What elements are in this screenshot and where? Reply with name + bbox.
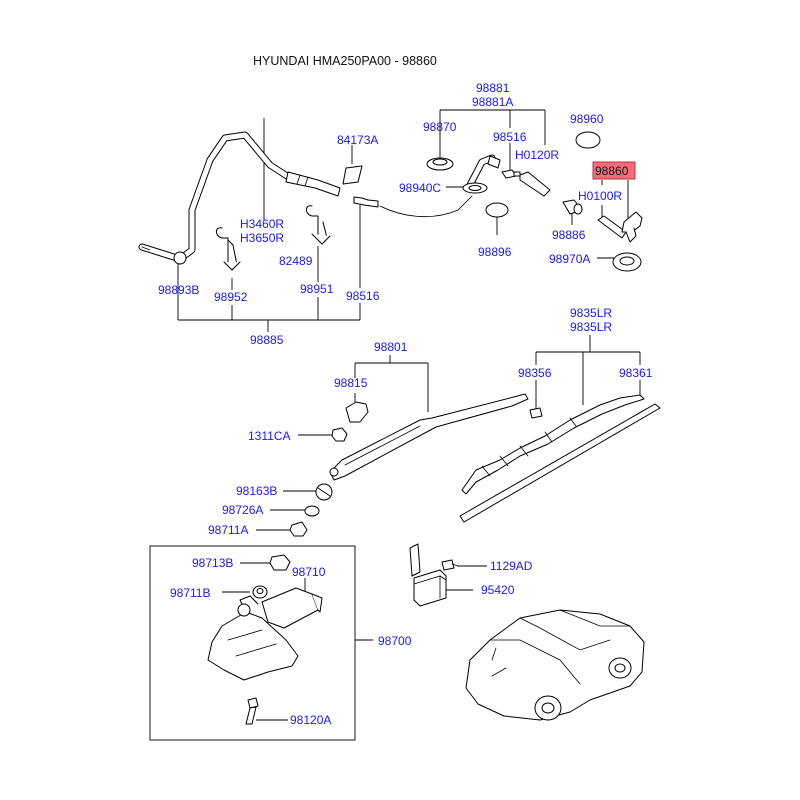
selected-part-highlight [592,161,636,180]
label-1311ca[interactable]: 1311CA [248,429,290,443]
label-h3460r[interactable]: H3460R [240,217,284,231]
label-98711b[interactable]: 98711B [170,586,210,600]
label-98815[interactable]: 98815 [334,376,368,390]
washer-hose-98893b [138,131,473,265]
label-98726a[interactable]: 98726A [222,503,263,517]
seal-98870 [426,157,454,171]
car-illustration [465,609,645,721]
label-98356[interactable]: 98356 [518,366,552,380]
label-h0120r[interactable]: H0120R [515,148,559,162]
label-98885[interactable]: 98885 [250,333,284,347]
grommet-hose-98940c [462,154,501,194]
grommet-98970a [612,252,642,272]
label-98860[interactable]: 98860 [595,164,629,178]
plug-98960 [575,131,601,149]
cap-84173a [342,165,363,185]
washer-98711b [252,585,268,599]
washer-nozzle-98860 [621,211,643,243]
label-98881a[interactable]: 98881A [472,95,513,109]
label-9835lr-2[interactable]: 9835LR [570,320,612,334]
label-h3650r[interactable]: H3650R [240,231,284,245]
nut-1311ca [331,427,348,442]
wiper-blade-9835lr [461,394,645,495]
bolt-1129ad [441,559,459,571]
label-1129ad[interactable]: 1129AD [490,559,533,573]
part-labels: 98881 98881A 84173A 98870 98516 98960 98… [158,81,653,727]
label-98960[interactable]: 98960 [570,112,604,126]
nut-98713b [269,554,291,571]
label-98710[interactable]: 98710 [292,565,326,579]
label-98896[interactable]: 98896 [478,245,512,259]
label-98951[interactable]: 98951 [300,282,334,296]
label-9835lr-1[interactable]: 9835LR [570,306,612,320]
leader-lines [149,109,641,741]
clip-98356 [529,407,543,419]
label-98700[interactable]: 98700 [378,634,412,648]
label-98516-left[interactable]: 98516 [346,289,380,303]
hose-clip-98951 [305,205,331,245]
hose-h0100r [597,215,627,239]
label-98361[interactable]: 98361 [619,366,653,380]
relay-95420 [409,543,447,607]
label-98881[interactable]: 98881 [476,81,510,95]
label-98886[interactable]: 98886 [552,228,586,242]
label-82489[interactable]: 82489 [279,254,313,268]
hose-h0120r [519,171,551,197]
hose-clip-98952 [215,227,241,271]
label-98952[interactable]: 98952 [214,290,248,304]
connector-98886 [562,199,583,215]
label-98516-top[interactable]: 98516 [493,130,527,144]
cap-98815 [345,401,369,423]
label-h0100r[interactable]: H0100R [578,189,622,203]
label-98893b[interactable]: 98893B [158,283,199,297]
bolt-98120a [245,697,259,725]
wiper-motor-98700 [207,587,323,681]
plug-98896 [485,202,509,218]
wiper-arm-98801 [329,393,529,481]
cap-98163b [315,483,333,501]
diagram-title: HYUNDAI HMA250PA00 - 98860 [253,54,437,68]
label-98940c[interactable]: 98940C [399,181,441,195]
label-95420[interactable]: 95420 [481,583,515,597]
label-98120a[interactable]: 98120A [290,713,331,727]
label-84173a[interactable]: 84173A [337,133,378,147]
washer-98726a [304,505,320,517]
label-98711a[interactable]: 98711A [208,523,248,537]
label-98801[interactable]: 98801 [374,340,408,354]
label-98713b[interactable]: 98713B [192,556,233,570]
label-98870[interactable]: 98870 [423,120,457,134]
nut-98711a [289,521,308,537]
connector-98516-top [501,169,521,179]
label-98163b[interactable]: 98163B [236,484,277,498]
blade-refill-98361 [459,403,661,523]
label-98970a[interactable]: 98970A [549,252,590,266]
